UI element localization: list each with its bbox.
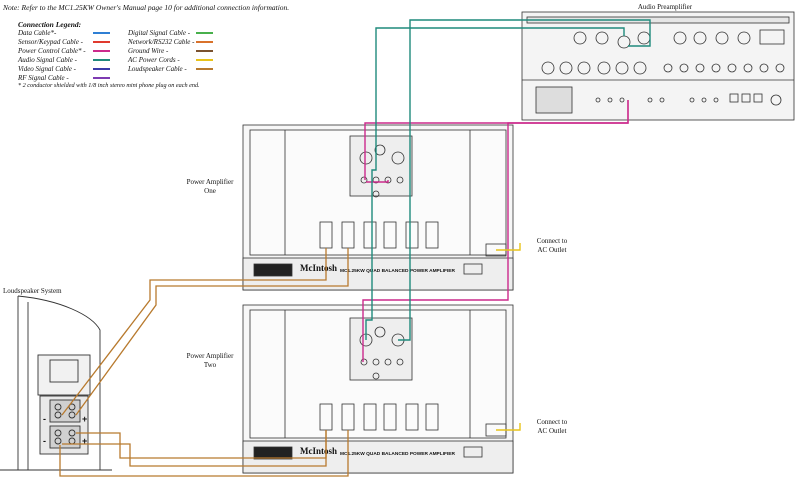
legend-item-data: Data Cable*-: [18, 29, 57, 37]
legend-item-video: Video Signal Cable -: [18, 65, 76, 73]
cable-speaker-2: [75, 248, 349, 416]
speaker-minus-bottom: -: [43, 436, 46, 446]
preamplifier: [521, 11, 795, 121]
connect-ac-2-line1: Connect to: [536, 418, 568, 426]
ac-power-cords: [496, 243, 521, 431]
legend-footnote: * 2 conductor shielded with 1/8 inch ste…: [18, 82, 200, 89]
cable-ac-1: [496, 243, 521, 251]
power-amplifier-two: [242, 304, 514, 474]
cable-audio-2: [398, 19, 651, 341]
legend-item-power-control: Power Control Cable* -: [18, 47, 86, 55]
preamp-connectors-row2: [541, 61, 785, 75]
cable-power-control-link1: [366, 180, 389, 183]
preamp-control-jacks: [595, 93, 782, 106]
amp-two-model: MC1.25KW QUAD BALANCED POWER AMPLIFIER: [340, 451, 455, 457]
connection-note: Note: Refer to the MC1.25KW Owner's Manu…: [3, 3, 290, 12]
cable-speaker-5: [76, 430, 327, 459]
connect-ac-2-line2: AC Outlet: [537, 427, 567, 435]
amp-one-label-line2: One: [204, 187, 216, 195]
preamp-connectors-row1: [573, 29, 785, 49]
amp-one-model: MC1.25KW QUAD BALANCED POWER AMPLIFIER: [340, 268, 455, 274]
connect-ac-1-line1: Connect to: [536, 237, 568, 245]
loudspeaker-cables: [59, 248, 349, 477]
legend-item-network: Network/RS232 Cable -: [128, 38, 195, 46]
amp-two-brand: McIntosh: [300, 446, 337, 456]
cable-speaker-1: [61, 248, 327, 416]
amp-one-label-line1: Power Amplifier: [186, 178, 234, 186]
preamp-label: Audio Preamplifier: [637, 3, 693, 11]
amp-two-label-line2: Two: [203, 361, 217, 369]
legend-item-rf: RF Signal Cable -: [18, 74, 69, 82]
cable-audio-3: [365, 150, 377, 340]
loudspeaker-label: Loudspeaker System: [3, 287, 62, 295]
amp-two-label-line1: Power Amplifier: [186, 352, 234, 360]
legend-item-loudspeaker: Loudspeaker Cable -: [128, 65, 187, 73]
connect-ac-1-line2: AC Outlet: [537, 246, 567, 254]
cable-audio-1: [375, 27, 625, 150]
speaker-minus-top: -: [43, 414, 46, 424]
legend-item-ac-power: AC Power Cords -: [128, 56, 180, 64]
audio-signal-cables: [365, 19, 651, 341]
speaker-plus-top: +: [82, 414, 87, 424]
legend-item-ground: Ground Wire -: [128, 47, 169, 55]
legend-item-sensor: Sensor/Keypad Cable -: [18, 38, 83, 46]
cable-power-control-2: [362, 100, 629, 362]
legend-title: Connection Legend:: [18, 20, 82, 29]
amp-one-speaker-terminals: [319, 221, 439, 249]
cable-ac-2: [496, 423, 521, 431]
speaker-plus-bottom: +: [82, 436, 87, 446]
legend-item-audio: Audio Signal Cable -: [18, 56, 77, 64]
legend-swatches: [93, 32, 213, 79]
power-control-cables: [362, 100, 629, 362]
amp-one-brand: McIntosh: [300, 263, 337, 273]
legend-item-digital: Digital Signal Cable -: [128, 29, 191, 37]
cable-speaker-4: [59, 430, 349, 477]
power-amplifier-one: [242, 124, 514, 291]
